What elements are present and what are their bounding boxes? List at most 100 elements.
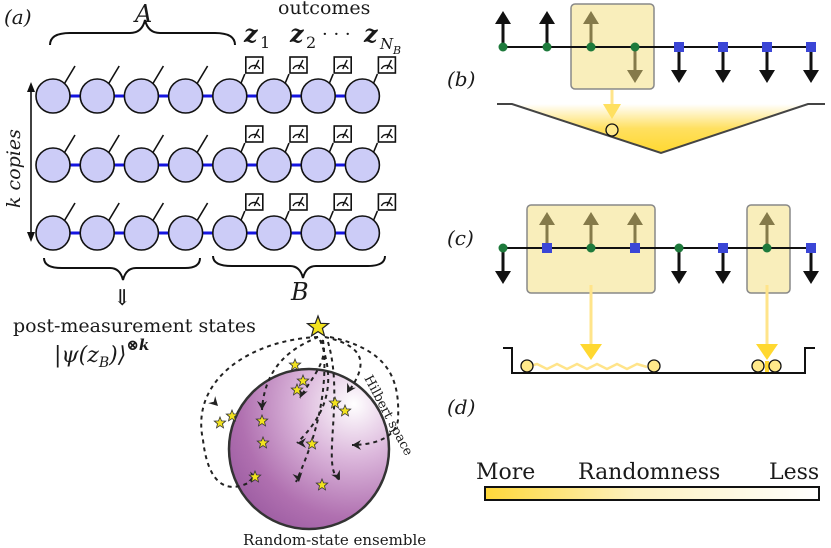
colorbar-left-label: More bbox=[476, 460, 535, 485]
colorbar-title: Randomness bbox=[578, 460, 720, 485]
mps-site bbox=[79, 215, 115, 251]
ensemble-star-icon bbox=[338, 403, 352, 417]
randomness-colorbar bbox=[484, 486, 820, 501]
green-site bbox=[586, 42, 596, 52]
spin-down-arrow-icon bbox=[671, 70, 687, 83]
mps-site bbox=[212, 78, 248, 114]
copies-arrow-head-up bbox=[27, 82, 35, 92]
green-site bbox=[762, 243, 772, 253]
spin-down-arrow-icon bbox=[671, 271, 687, 284]
spin-down-arrow-icon bbox=[627, 70, 643, 83]
flat-well bbox=[503, 347, 815, 374]
particle-c1 bbox=[520, 359, 534, 373]
mps-site bbox=[300, 215, 337, 251]
spin-down-arrow-icon bbox=[803, 70, 819, 83]
projection-arrow-b bbox=[603, 104, 621, 119]
outcome-zNB: z N B bbox=[363, 19, 401, 57]
blue-site bbox=[718, 243, 728, 253]
trajectory-arrowhead bbox=[257, 401, 267, 410]
trajectory-path bbox=[261, 336, 319, 411]
copies-arrow-head-down bbox=[27, 232, 35, 242]
spin-down-arrow-icon bbox=[759, 70, 775, 83]
brace-b-bottom bbox=[212, 255, 386, 279]
ensemble-star-icon bbox=[256, 435, 270, 449]
mps-site bbox=[212, 215, 248, 251]
green-site bbox=[630, 42, 640, 52]
panel-a: (a) A outcomes z 1 z 2 · · · z N B k cop… bbox=[3, 0, 426, 548]
physical-leg bbox=[106, 202, 120, 224]
ensemble-star-icon bbox=[225, 408, 239, 422]
panel-d: (d) More Randomness Less bbox=[447, 395, 820, 501]
mps-site bbox=[35, 215, 71, 251]
trajectory-path bbox=[296, 339, 330, 444]
mps-site bbox=[167, 78, 204, 114]
spin-up-arrow-icon bbox=[539, 11, 555, 24]
blue-site bbox=[806, 42, 816, 52]
state-formula: |ψ(zB)⟩⊗k bbox=[54, 336, 149, 371]
blue-site bbox=[762, 42, 772, 52]
green-site bbox=[498, 243, 508, 253]
panel-d-label: (d) bbox=[447, 395, 475, 419]
mps-site bbox=[256, 78, 292, 114]
trajectory-path bbox=[324, 336, 362, 393]
ensemble-star-icon bbox=[328, 395, 342, 409]
mps-site bbox=[123, 215, 160, 251]
physical-leg bbox=[62, 202, 76, 224]
outcome-z1: z 1 bbox=[243, 19, 270, 52]
ensemble-label: Random-state ensemble bbox=[243, 531, 426, 548]
measurement-meter-icon bbox=[333, 193, 353, 211]
mps-site bbox=[35, 78, 71, 114]
outcomes-label: outcomes bbox=[278, 0, 370, 19]
measurement-meter-icon bbox=[377, 56, 397, 74]
measurement-meter-icon bbox=[245, 56, 264, 74]
mps-chain-row bbox=[35, 56, 397, 114]
mps-site bbox=[344, 147, 381, 183]
wavy-bond bbox=[526, 362, 648, 371]
implies-arrow: ⇓ bbox=[113, 286, 131, 311]
ensemble-star-icon bbox=[288, 357, 302, 371]
svg-text:1: 1 bbox=[260, 33, 270, 52]
measurement-meter-icon bbox=[289, 193, 308, 211]
spin-down-arrow-icon bbox=[715, 271, 731, 284]
colorbar-right-label: Less bbox=[769, 460, 819, 485]
physical-leg bbox=[62, 134, 76, 156]
spin-chain-c bbox=[495, 212, 819, 284]
blue-site bbox=[630, 243, 640, 253]
mps-site bbox=[35, 147, 71, 183]
source-star-icon bbox=[305, 314, 331, 338]
projection-arrow-c1 bbox=[580, 344, 602, 360]
trajectory-arrowhead bbox=[331, 469, 340, 480]
spin-down-arrow-icon bbox=[803, 271, 819, 284]
mps-chain-row bbox=[35, 125, 397, 183]
ensemble-star-icon bbox=[213, 415, 227, 429]
copies-label: k copies bbox=[3, 129, 25, 208]
svg-text:z: z bbox=[243, 19, 259, 48]
particle-b bbox=[605, 123, 619, 137]
trajectory-arrowhead bbox=[347, 382, 356, 393]
ensemble-stars bbox=[213, 314, 352, 491]
mps-site bbox=[79, 78, 115, 114]
spin-down-arrow-icon bbox=[715, 70, 731, 83]
ensemble-star-icon bbox=[296, 373, 310, 387]
blue-site bbox=[542, 243, 552, 253]
trajectory-arrowhead bbox=[297, 438, 306, 448]
measurement-meter-icon bbox=[377, 193, 397, 211]
physical-leg bbox=[106, 134, 120, 156]
green-site bbox=[498, 42, 508, 52]
panel-c-label: (c) bbox=[447, 226, 474, 250]
spin-chain-b bbox=[495, 11, 819, 83]
physical-leg bbox=[194, 134, 209, 156]
mps-site bbox=[123, 147, 160, 183]
particle-c3 bbox=[751, 359, 765, 373]
physical-leg bbox=[150, 202, 165, 224]
spin-up-arrow-icon bbox=[539, 212, 555, 225]
trajectory-path bbox=[295, 339, 326, 483]
spin-up-arrow-icon bbox=[495, 11, 511, 24]
ensemble-star-icon bbox=[248, 469, 262, 483]
particle-c4 bbox=[768, 359, 782, 373]
projection-arrow-c2 bbox=[756, 344, 778, 360]
svg-text:|ψ(zB)⟩⊗k: |ψ(zB)⟩⊗k bbox=[54, 336, 149, 371]
trajectory-path bbox=[329, 336, 400, 446]
ensemble-star-icon bbox=[305, 436, 319, 450]
measurement-meter-icon bbox=[245, 125, 264, 143]
